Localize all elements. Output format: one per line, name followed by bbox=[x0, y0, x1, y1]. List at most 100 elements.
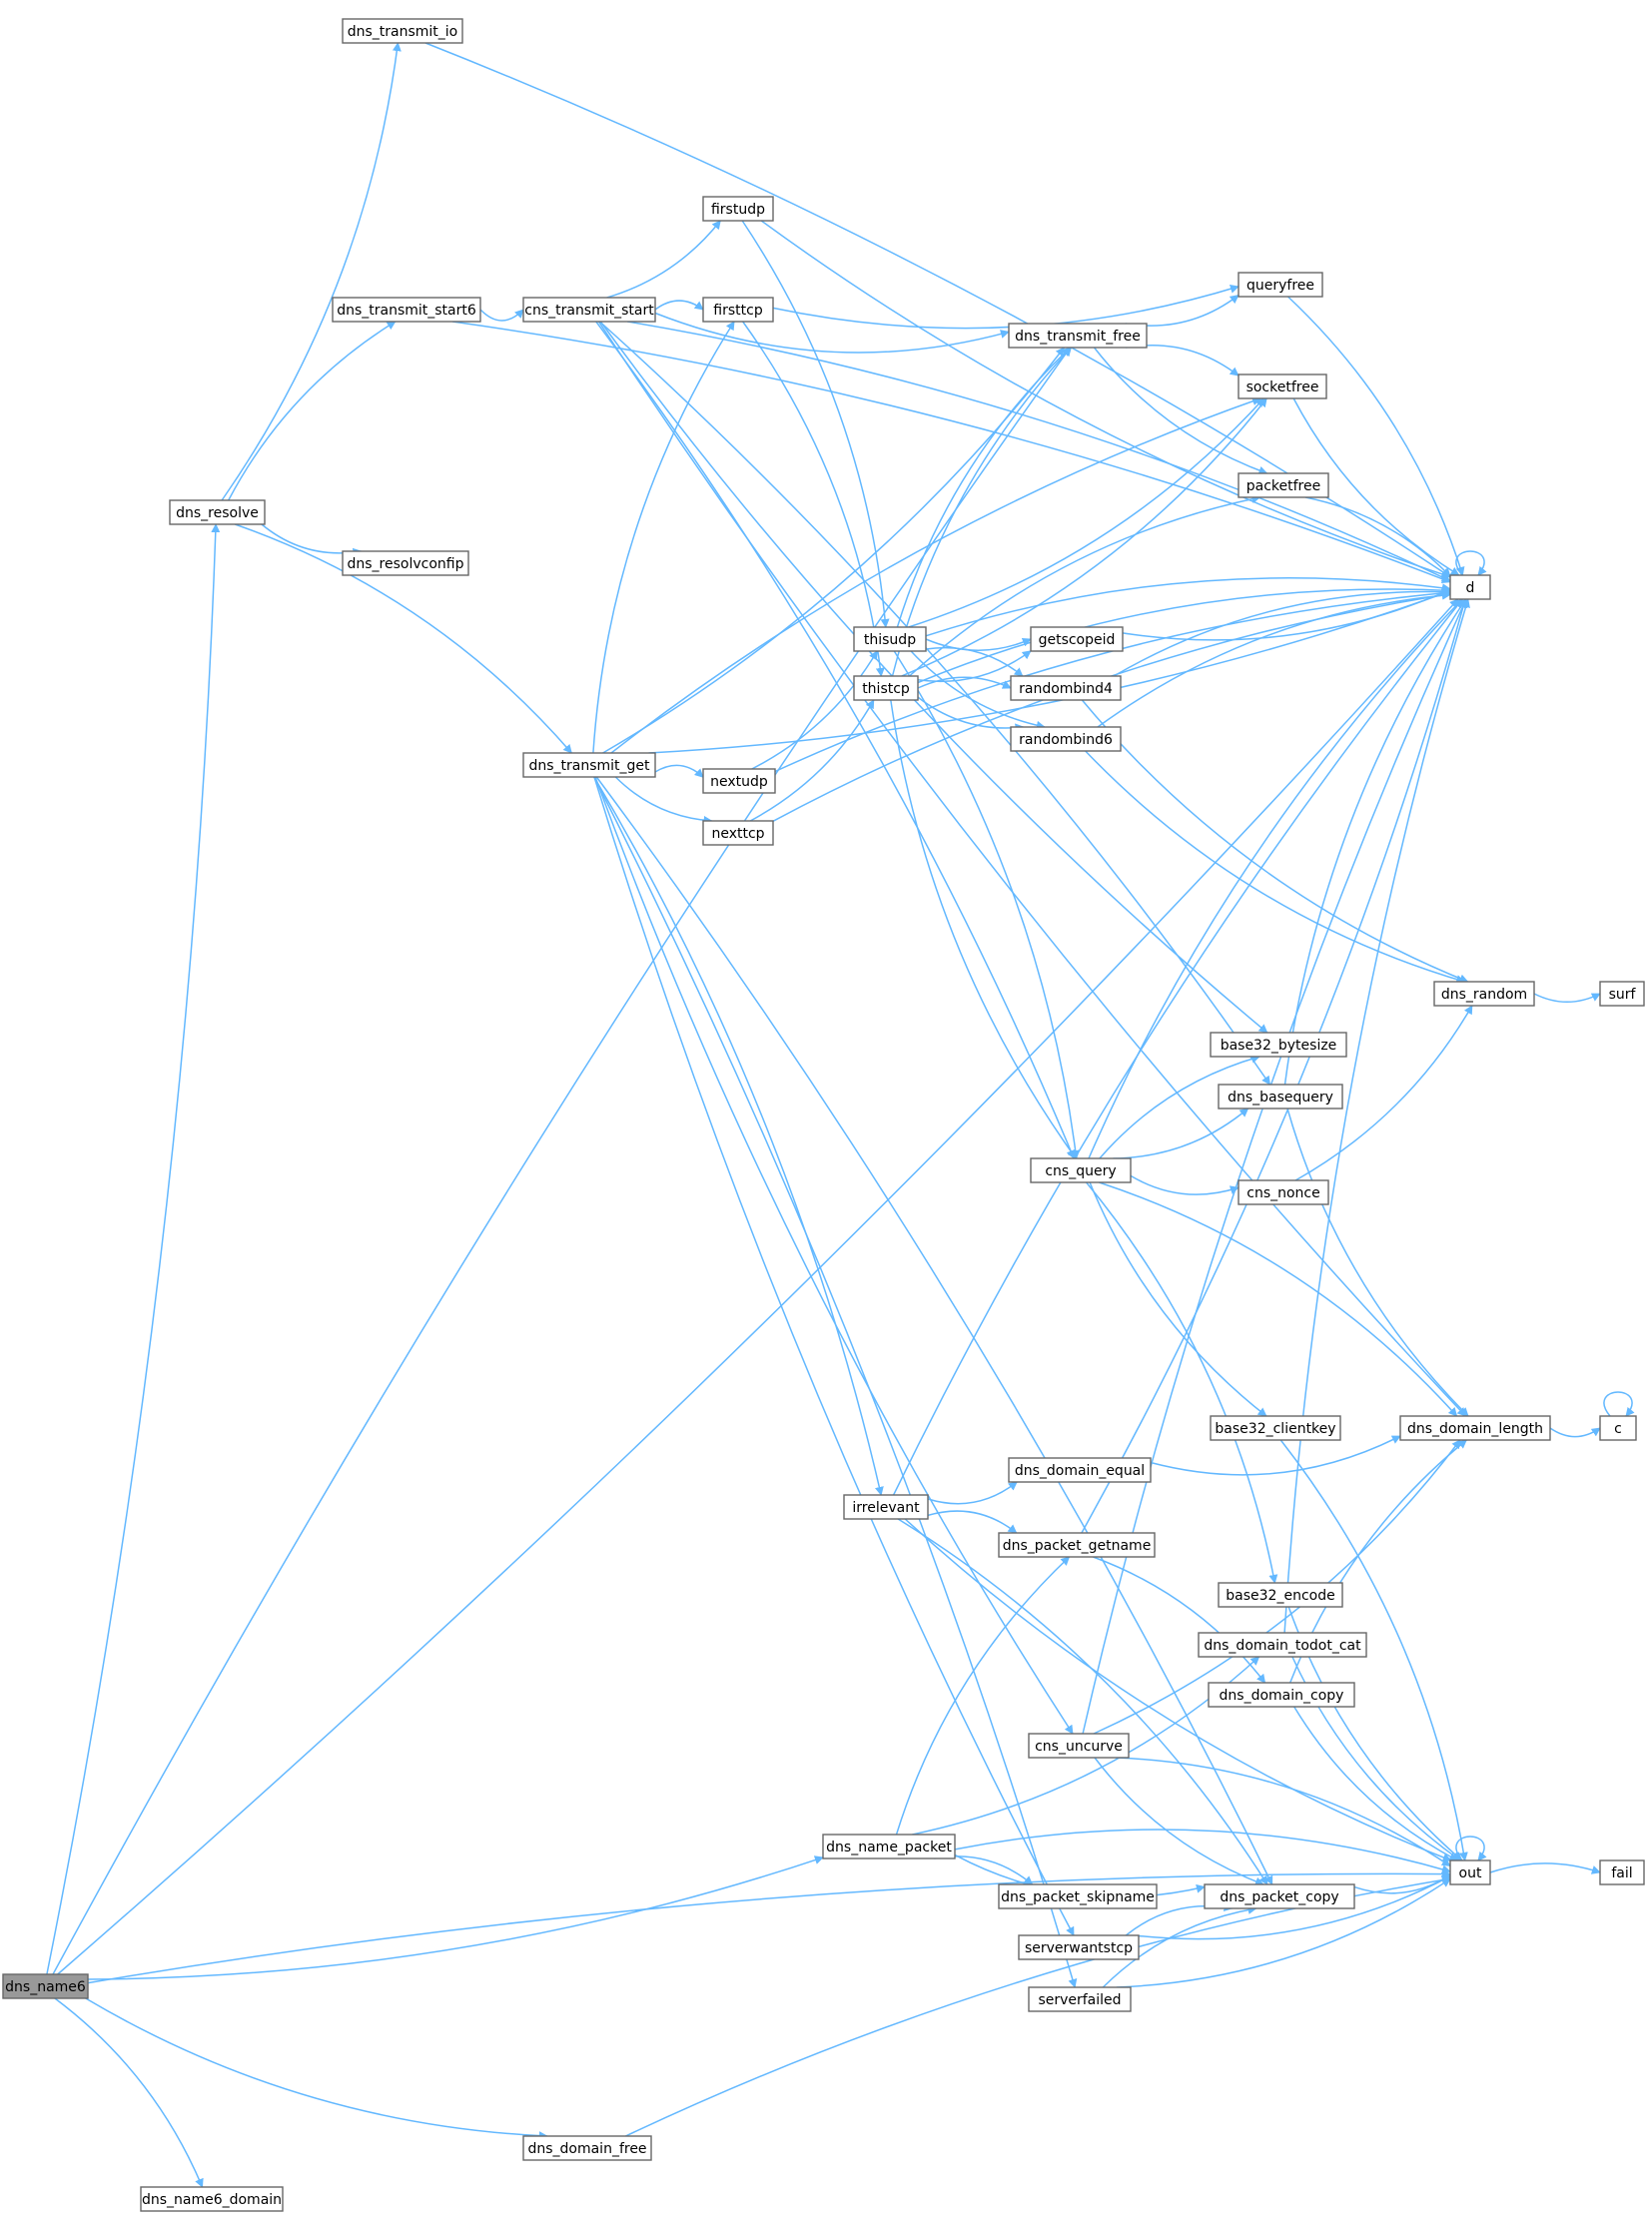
node-thisudp[interactable]: thisudp bbox=[853, 626, 927, 652]
node-box-dns_name6_domain[interactable] bbox=[140, 2186, 284, 2212]
node-box-dns_transmit_free[interactable] bbox=[1008, 323, 1148, 349]
node-dns_packet_copy[interactable]: dns_packet_copy bbox=[1204, 1883, 1355, 1909]
node-dns_domain_equal[interactable]: dns_domain_equal bbox=[1008, 1457, 1152, 1483]
node-randombind6[interactable]: randombind6 bbox=[1010, 726, 1122, 752]
node-dns_basequery[interactable]: dns_basequery bbox=[1218, 1084, 1343, 1110]
node-d[interactable]: d bbox=[1449, 574, 1491, 600]
edge-cns_uncurve-to-dns_packet_copy bbox=[1094, 1757, 1264, 1886]
node-serverwantstcp[interactable]: serverwantstcp bbox=[1018, 1934, 1140, 1960]
node-base32_clientkey[interactable]: base32_clientkey bbox=[1210, 1415, 1341, 1441]
node-box-dns_packet_skipname[interactable] bbox=[998, 1883, 1158, 1909]
node-fail[interactable]: fail bbox=[1599, 1859, 1645, 1885]
node-dns_domain_copy[interactable]: dns_domain_copy bbox=[1208, 1682, 1355, 1708]
node-box-randombind6[interactable] bbox=[1010, 726, 1122, 752]
node-box-dns_packet_copy[interactable] bbox=[1204, 1883, 1355, 1909]
edge-dns_name_packet-to-out bbox=[954, 1829, 1451, 1874]
node-dns_name6[interactable]: dns_name6 bbox=[2, 1973, 89, 1999]
node-box-dns_basequery[interactable] bbox=[1218, 1084, 1343, 1110]
node-irrelevant[interactable]: irrelevant bbox=[843, 1494, 929, 1520]
node-box-randombind4[interactable] bbox=[1010, 675, 1122, 701]
node-label-dns_domain_free: dns_domain_free bbox=[527, 2141, 646, 2157]
node-box-base32_bytesize[interactable] bbox=[1210, 1032, 1347, 1058]
node-socketfree[interactable]: socketfree bbox=[1238, 373, 1327, 399]
node-dns_transmit_get[interactable]: dns_transmit_get bbox=[522, 752, 656, 778]
node-box-dns_transmit_get[interactable] bbox=[522, 752, 656, 778]
node-box-thisudp[interactable] bbox=[853, 626, 927, 652]
node-dns_resolvconfip[interactable]: dns_resolvconfip bbox=[342, 550, 469, 576]
node-box-dns_name6[interactable] bbox=[2, 1973, 89, 1999]
node-queryfree[interactable]: queryfree bbox=[1238, 272, 1323, 298]
node-dns_transmit_start6[interactable]: dns_transmit_start6 bbox=[332, 297, 481, 323]
edge-dns_transmit_get-to-nextudp bbox=[654, 764, 704, 778]
node-dns_transmit_free[interactable]: dns_transmit_free bbox=[1008, 323, 1148, 349]
node-base32_bytesize[interactable]: base32_bytesize bbox=[1210, 1032, 1347, 1058]
node-box-dns_domain_length[interactable] bbox=[1399, 1415, 1551, 1441]
node-box-firstudp[interactable] bbox=[702, 196, 774, 222]
node-dns_random[interactable]: dns_random bbox=[1433, 981, 1535, 1007]
node-box-d[interactable] bbox=[1449, 574, 1491, 600]
node-dns_transmit_io[interactable]: dns_transmit_io bbox=[342, 18, 463, 44]
node-dns_name_packet[interactable]: dns_name_packet bbox=[822, 1834, 956, 1859]
node-dns_domain_todot_cat[interactable]: dns_domain_todot_cat bbox=[1198, 1632, 1367, 1658]
edge-thisudp-to-cns_query bbox=[893, 650, 1081, 1159]
node-dns_domain_length[interactable]: dns_domain_length bbox=[1399, 1415, 1551, 1441]
node-dns_resolve[interactable]: dns_resolve bbox=[169, 499, 266, 525]
node-box-cns_transmit_start[interactable] bbox=[522, 297, 656, 323]
node-out[interactable]: out bbox=[1449, 1859, 1491, 1885]
node-surf[interactable]: surf bbox=[1599, 981, 1645, 1007]
node-box-thistcp[interactable] bbox=[853, 675, 919, 701]
node-firsttcp[interactable]: firsttcp bbox=[702, 297, 774, 323]
node-nexttcp[interactable]: nexttcp bbox=[702, 820, 774, 846]
node-box-dns_random[interactable] bbox=[1433, 981, 1535, 1007]
node-box-dns_domain_equal[interactable] bbox=[1008, 1457, 1152, 1483]
node-box-nextudp[interactable] bbox=[702, 768, 776, 794]
edge-firsttcp-to-thistcp bbox=[742, 321, 885, 677]
node-box-dns_resolvconfip[interactable] bbox=[342, 550, 469, 576]
node-nextudp[interactable]: nextudp bbox=[702, 768, 776, 794]
node-base32_encode[interactable]: base32_encode bbox=[1218, 1582, 1343, 1608]
edge-dns_random-to-surf bbox=[1533, 993, 1601, 1003]
node-box-irrelevant[interactable] bbox=[843, 1494, 929, 1520]
node-cns_nonce[interactable]: cns_nonce bbox=[1238, 1179, 1329, 1205]
node-box-firsttcp[interactable] bbox=[702, 297, 774, 323]
node-cns_query[interactable]: cns_query bbox=[1030, 1157, 1132, 1183]
node-dns_packet_skipname[interactable]: dns_packet_skipname bbox=[998, 1883, 1158, 1909]
node-box-getscopeid[interactable] bbox=[1030, 626, 1124, 652]
node-box-base32_clientkey[interactable] bbox=[1210, 1415, 1341, 1441]
node-box-dns_packet_getname[interactable] bbox=[998, 1532, 1156, 1558]
node-randombind4[interactable]: randombind4 bbox=[1010, 675, 1122, 701]
node-dns_domain_free[interactable]: dns_domain_free bbox=[522, 2135, 652, 2161]
node-serverfailed[interactable]: serverfailed bbox=[1028, 1986, 1132, 2012]
node-label-dns_transmit_start6: dns_transmit_start6 bbox=[337, 303, 476, 319]
node-box-cns_uncurve[interactable] bbox=[1028, 1733, 1130, 1759]
node-c[interactable]: c bbox=[1599, 1415, 1637, 1441]
node-box-fail[interactable] bbox=[1599, 1859, 1645, 1885]
node-box-serverfailed[interactable] bbox=[1028, 1986, 1132, 2012]
node-packetfree[interactable]: packetfree bbox=[1238, 472, 1329, 498]
node-box-dns_transmit_start6[interactable] bbox=[332, 297, 481, 323]
node-box-serverwantstcp[interactable] bbox=[1018, 1934, 1140, 1960]
node-box-surf[interactable] bbox=[1599, 981, 1645, 1007]
node-box-dns_name_packet[interactable] bbox=[822, 1834, 956, 1859]
node-box-socketfree[interactable] bbox=[1238, 373, 1327, 399]
node-box-dns_resolve[interactable] bbox=[169, 499, 266, 525]
node-firstudp[interactable]: firstudp bbox=[702, 196, 774, 222]
node-getscopeid[interactable]: getscopeid bbox=[1030, 626, 1124, 652]
node-box-nexttcp[interactable] bbox=[702, 820, 774, 846]
node-box-dns_domain_copy[interactable] bbox=[1208, 1682, 1355, 1708]
node-box-dns_domain_todot_cat[interactable] bbox=[1198, 1632, 1367, 1658]
node-box-c[interactable] bbox=[1599, 1415, 1637, 1441]
node-cns_transmit_start[interactable]: cns_transmit_start bbox=[522, 297, 656, 323]
node-box-base32_encode[interactable] bbox=[1218, 1582, 1343, 1608]
node-box-out[interactable] bbox=[1449, 1859, 1491, 1885]
node-box-cns_query[interactable] bbox=[1030, 1157, 1132, 1183]
node-cns_uncurve[interactable]: cns_uncurve bbox=[1028, 1733, 1130, 1759]
node-box-dns_transmit_io[interactable] bbox=[342, 18, 463, 44]
node-box-queryfree[interactable] bbox=[1238, 272, 1323, 298]
node-box-packetfree[interactable] bbox=[1238, 472, 1329, 498]
node-box-dns_domain_free[interactable] bbox=[522, 2135, 652, 2161]
node-thistcp[interactable]: thistcp bbox=[853, 675, 919, 701]
node-dns_packet_getname[interactable]: dns_packet_getname bbox=[998, 1532, 1156, 1558]
node-box-cns_nonce[interactable] bbox=[1238, 1179, 1329, 1205]
node-dns_name6_domain[interactable]: dns_name6_domain bbox=[140, 2186, 284, 2212]
